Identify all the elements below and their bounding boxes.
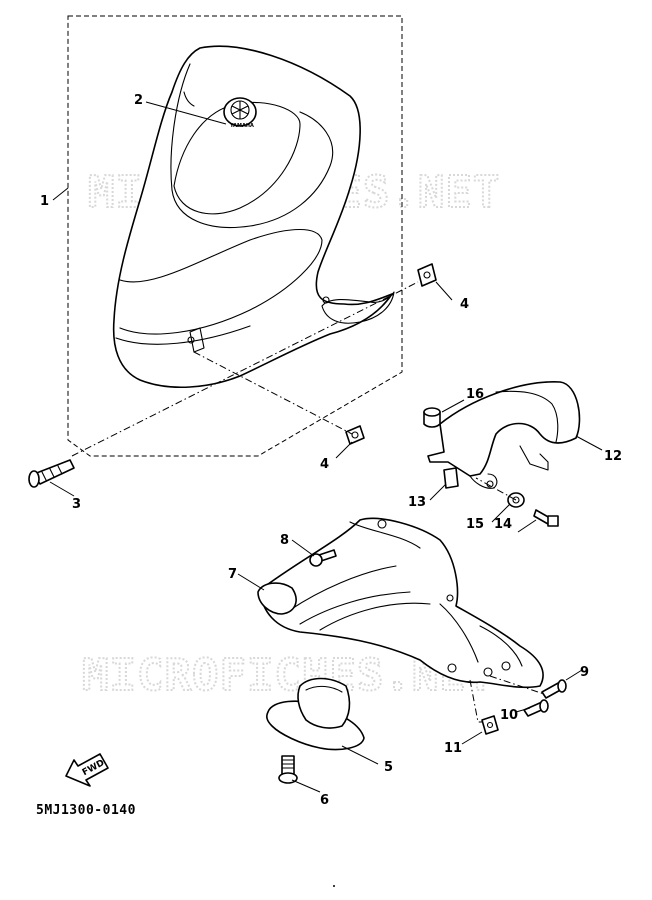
damper-16[interactable] xyxy=(423,407,441,428)
screw-10[interactable] xyxy=(523,699,549,717)
assembly-line-a xyxy=(71,281,419,457)
nut-11[interactable] xyxy=(481,715,499,735)
assembly-line-c xyxy=(489,675,545,695)
callout-6: 6 xyxy=(320,793,329,808)
collar-13[interactable] xyxy=(443,467,459,489)
callout-12: 12 xyxy=(604,449,622,464)
guard-5[interactable] xyxy=(266,677,365,751)
emblem-text: YAMAHA xyxy=(229,123,254,129)
assembly-line-d xyxy=(469,679,482,723)
callout-14: 14 xyxy=(494,517,512,532)
bolt-6[interactable] xyxy=(278,755,298,784)
callout-1: 1 xyxy=(40,194,49,209)
inner-cover-12[interactable] xyxy=(427,381,581,489)
callout-15: 15 xyxy=(466,517,484,532)
yamaha-emblem[interactable]: YAMAHA xyxy=(223,97,257,129)
bolt-8[interactable] xyxy=(309,549,337,567)
assembly-boundary xyxy=(67,15,403,457)
callout-10: 10 xyxy=(500,708,518,723)
screw-9[interactable] xyxy=(541,679,567,699)
diagram-code: 5MJ1300-0140 xyxy=(36,803,136,818)
leader-lines xyxy=(49,101,603,793)
fwd-arrow-icon: FWD xyxy=(65,753,109,787)
callout-4-lower: 4 xyxy=(320,457,329,472)
callout-5: 5 xyxy=(384,760,393,775)
callout-11: 11 xyxy=(444,741,462,756)
callout-2: 2 xyxy=(134,93,143,108)
nut-clip-lower[interactable] xyxy=(345,425,365,445)
bolt-14[interactable] xyxy=(533,509,559,527)
assembly-line-b xyxy=(193,351,353,435)
callout-16: 16 xyxy=(466,387,484,402)
front-fender[interactable] xyxy=(112,45,395,388)
callout-4-upper: 4 xyxy=(460,297,469,312)
callout-3: 3 xyxy=(72,497,81,512)
callout-13: 13 xyxy=(408,495,426,510)
rear-fender-7[interactable] xyxy=(257,517,544,689)
footer-dot xyxy=(333,885,335,887)
callout-7: 7 xyxy=(228,567,237,582)
screw-3[interactable] xyxy=(28,459,75,488)
nut-clip-upper[interactable] xyxy=(417,263,437,287)
callout-8: 8 xyxy=(280,533,289,548)
callout-9: 9 xyxy=(580,665,589,680)
assembly-line-e xyxy=(475,477,517,501)
